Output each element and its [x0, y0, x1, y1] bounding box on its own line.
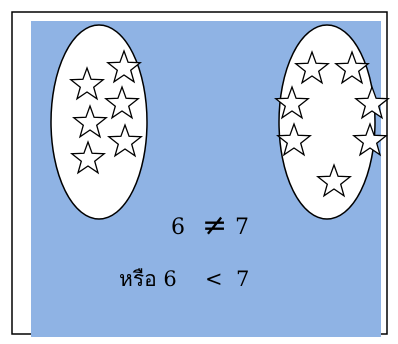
- left-star-group: [69, 49, 143, 175]
- star-icon: [69, 66, 105, 101]
- star-icon: [106, 49, 142, 84]
- less-than-symbol: <: [205, 267, 223, 291]
- star-icon: [104, 85, 140, 120]
- relation-second-right-number: 7: [236, 267, 249, 291]
- relation-left-number: 6: [171, 215, 185, 240]
- star-icon: [107, 123, 143, 158]
- star-icon: [276, 122, 312, 157]
- star-icon: [274, 85, 310, 120]
- star-icon: [294, 50, 330, 85]
- star-icon: [72, 104, 108, 139]
- star-icon: [70, 140, 106, 175]
- star-icon: [334, 50, 370, 85]
- star-icon: [352, 122, 388, 157]
- star-icon: [354, 85, 390, 120]
- relation-or-prefix: หรือ 6: [119, 267, 177, 291]
- right-star-group: [274, 50, 390, 198]
- star-icon: [316, 163, 352, 198]
- relation-right-number: 7: [235, 215, 249, 240]
- not-equal-symbol: ≠: [202, 208, 227, 243]
